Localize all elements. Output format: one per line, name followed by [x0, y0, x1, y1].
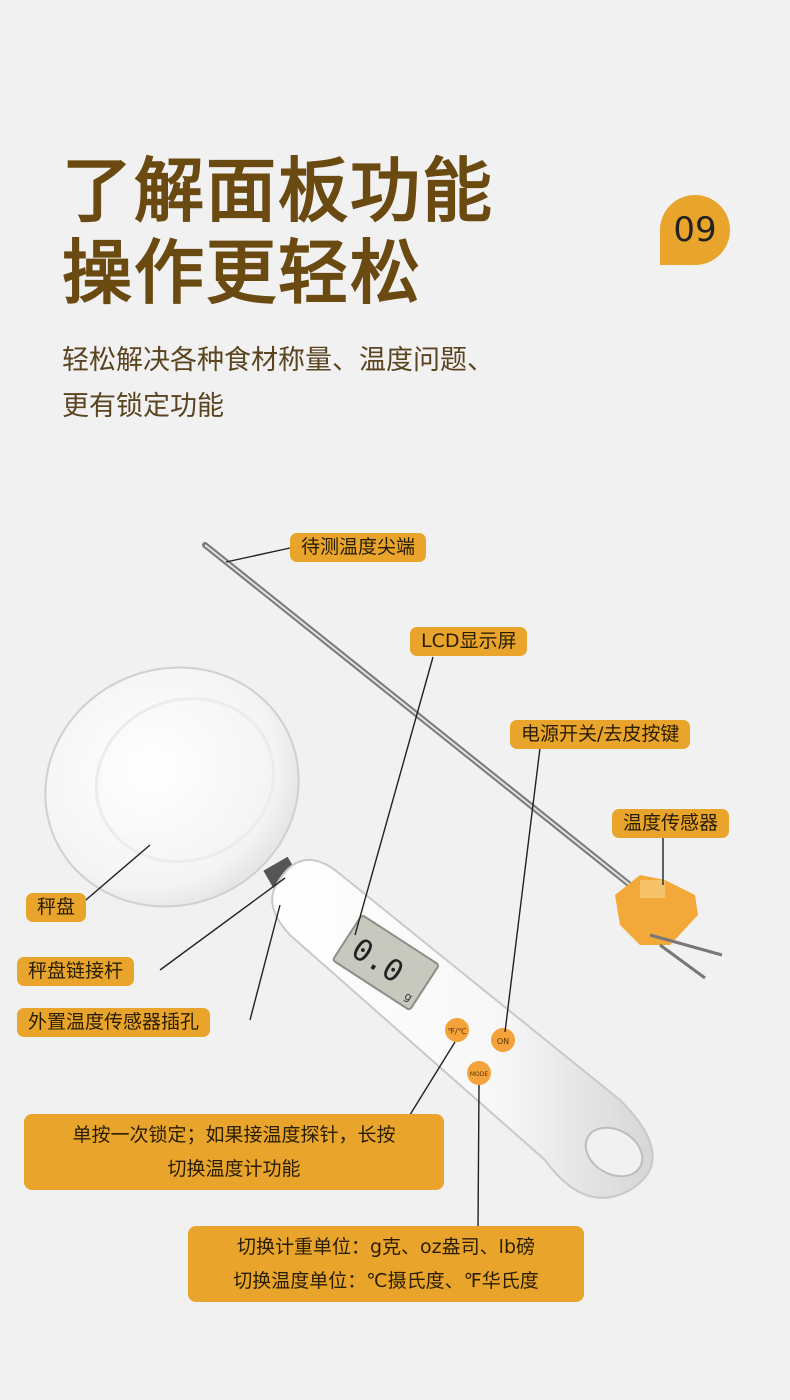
probe-highlight	[204, 544, 641, 894]
label-probe-tip: 待测温度尖端	[290, 533, 427, 562]
label-pan-rod: 秤盘链接杆	[17, 957, 135, 986]
leader-probe-tip	[225, 547, 291, 563]
probe-prong-1	[649, 933, 723, 957]
scale-pan-inner-rim	[94, 697, 276, 863]
label-mode-function: 切换计重单位：g克、oz盎司、lb磅 切换温度单位：℃摄氏度、℉华氏度	[188, 1226, 584, 1302]
label-power-tare: 电源开关/去皮按键	[510, 720, 691, 749]
subtitle-line-2: 更有锁定功能	[62, 391, 224, 422]
leader-ext-port	[249, 904, 281, 1021]
mode-button-label: MODE	[470, 1071, 489, 1078]
subtitle: 轻松解决各种食材称量、温度问题、 更有锁定功能	[62, 338, 494, 430]
probe-prong-2	[659, 943, 706, 980]
temperature-probe	[202, 542, 723, 980]
spoon-scale: 0.0 g ℉/℃ ON MODE	[44, 666, 654, 1199]
title-line-2: 操作更轻松	[62, 232, 422, 314]
subtitle-line-1: 轻松解决各种食材称量、温度问题、	[62, 345, 494, 376]
label-pan: 秤盘	[26, 893, 87, 922]
leader-lines	[79, 547, 664, 1229]
scale-pan	[44, 666, 300, 908]
probe-sensor-head	[615, 875, 698, 945]
leader-pan-rod	[159, 877, 286, 971]
hanging-hole	[584, 1126, 644, 1178]
probe-sensor-highlight	[640, 880, 665, 898]
label-lock-line-1: 单按一次锁定；如果接温度探针，长按	[72, 1124, 396, 1146]
leader-power	[504, 747, 541, 1033]
label-lcd: LCD显示屏	[410, 627, 528, 656]
leader-lock	[407, 1041, 456, 1119]
power-tare-button[interactable]	[491, 1028, 515, 1052]
title-line-1: 了解面板功能	[62, 150, 494, 232]
mode-button[interactable]	[467, 1061, 491, 1085]
leader-lcd	[354, 656, 434, 936]
label-ext-sensor-port: 外置温度传感器插孔	[17, 1008, 211, 1037]
label-temp-sensor: 温度传感器	[612, 809, 730, 838]
label-mode-line-2: 切换温度单位：℃摄氏度、℉华氏度	[233, 1270, 539, 1292]
label-lock-line-2: 切换温度计功能	[167, 1158, 301, 1180]
page-title: 了解面板功能 操作更轻松	[62, 150, 494, 314]
lcd-panel	[332, 914, 439, 1011]
unit-toggle-button-label: ℉/℃	[447, 1027, 466, 1036]
leader-pan	[79, 844, 151, 906]
label-mode-line-1: 切换计重单位：g克、oz盎司、lb磅	[237, 1236, 535, 1258]
leader-mode	[477, 1084, 480, 1229]
label-lock-function: 单按一次锁定；如果接温度探针，长按 切换温度计功能	[24, 1114, 444, 1190]
unit-toggle-button[interactable]	[445, 1018, 469, 1042]
power-tare-button-label: ON	[497, 1037, 509, 1046]
section-number-badge: 09	[660, 195, 730, 265]
